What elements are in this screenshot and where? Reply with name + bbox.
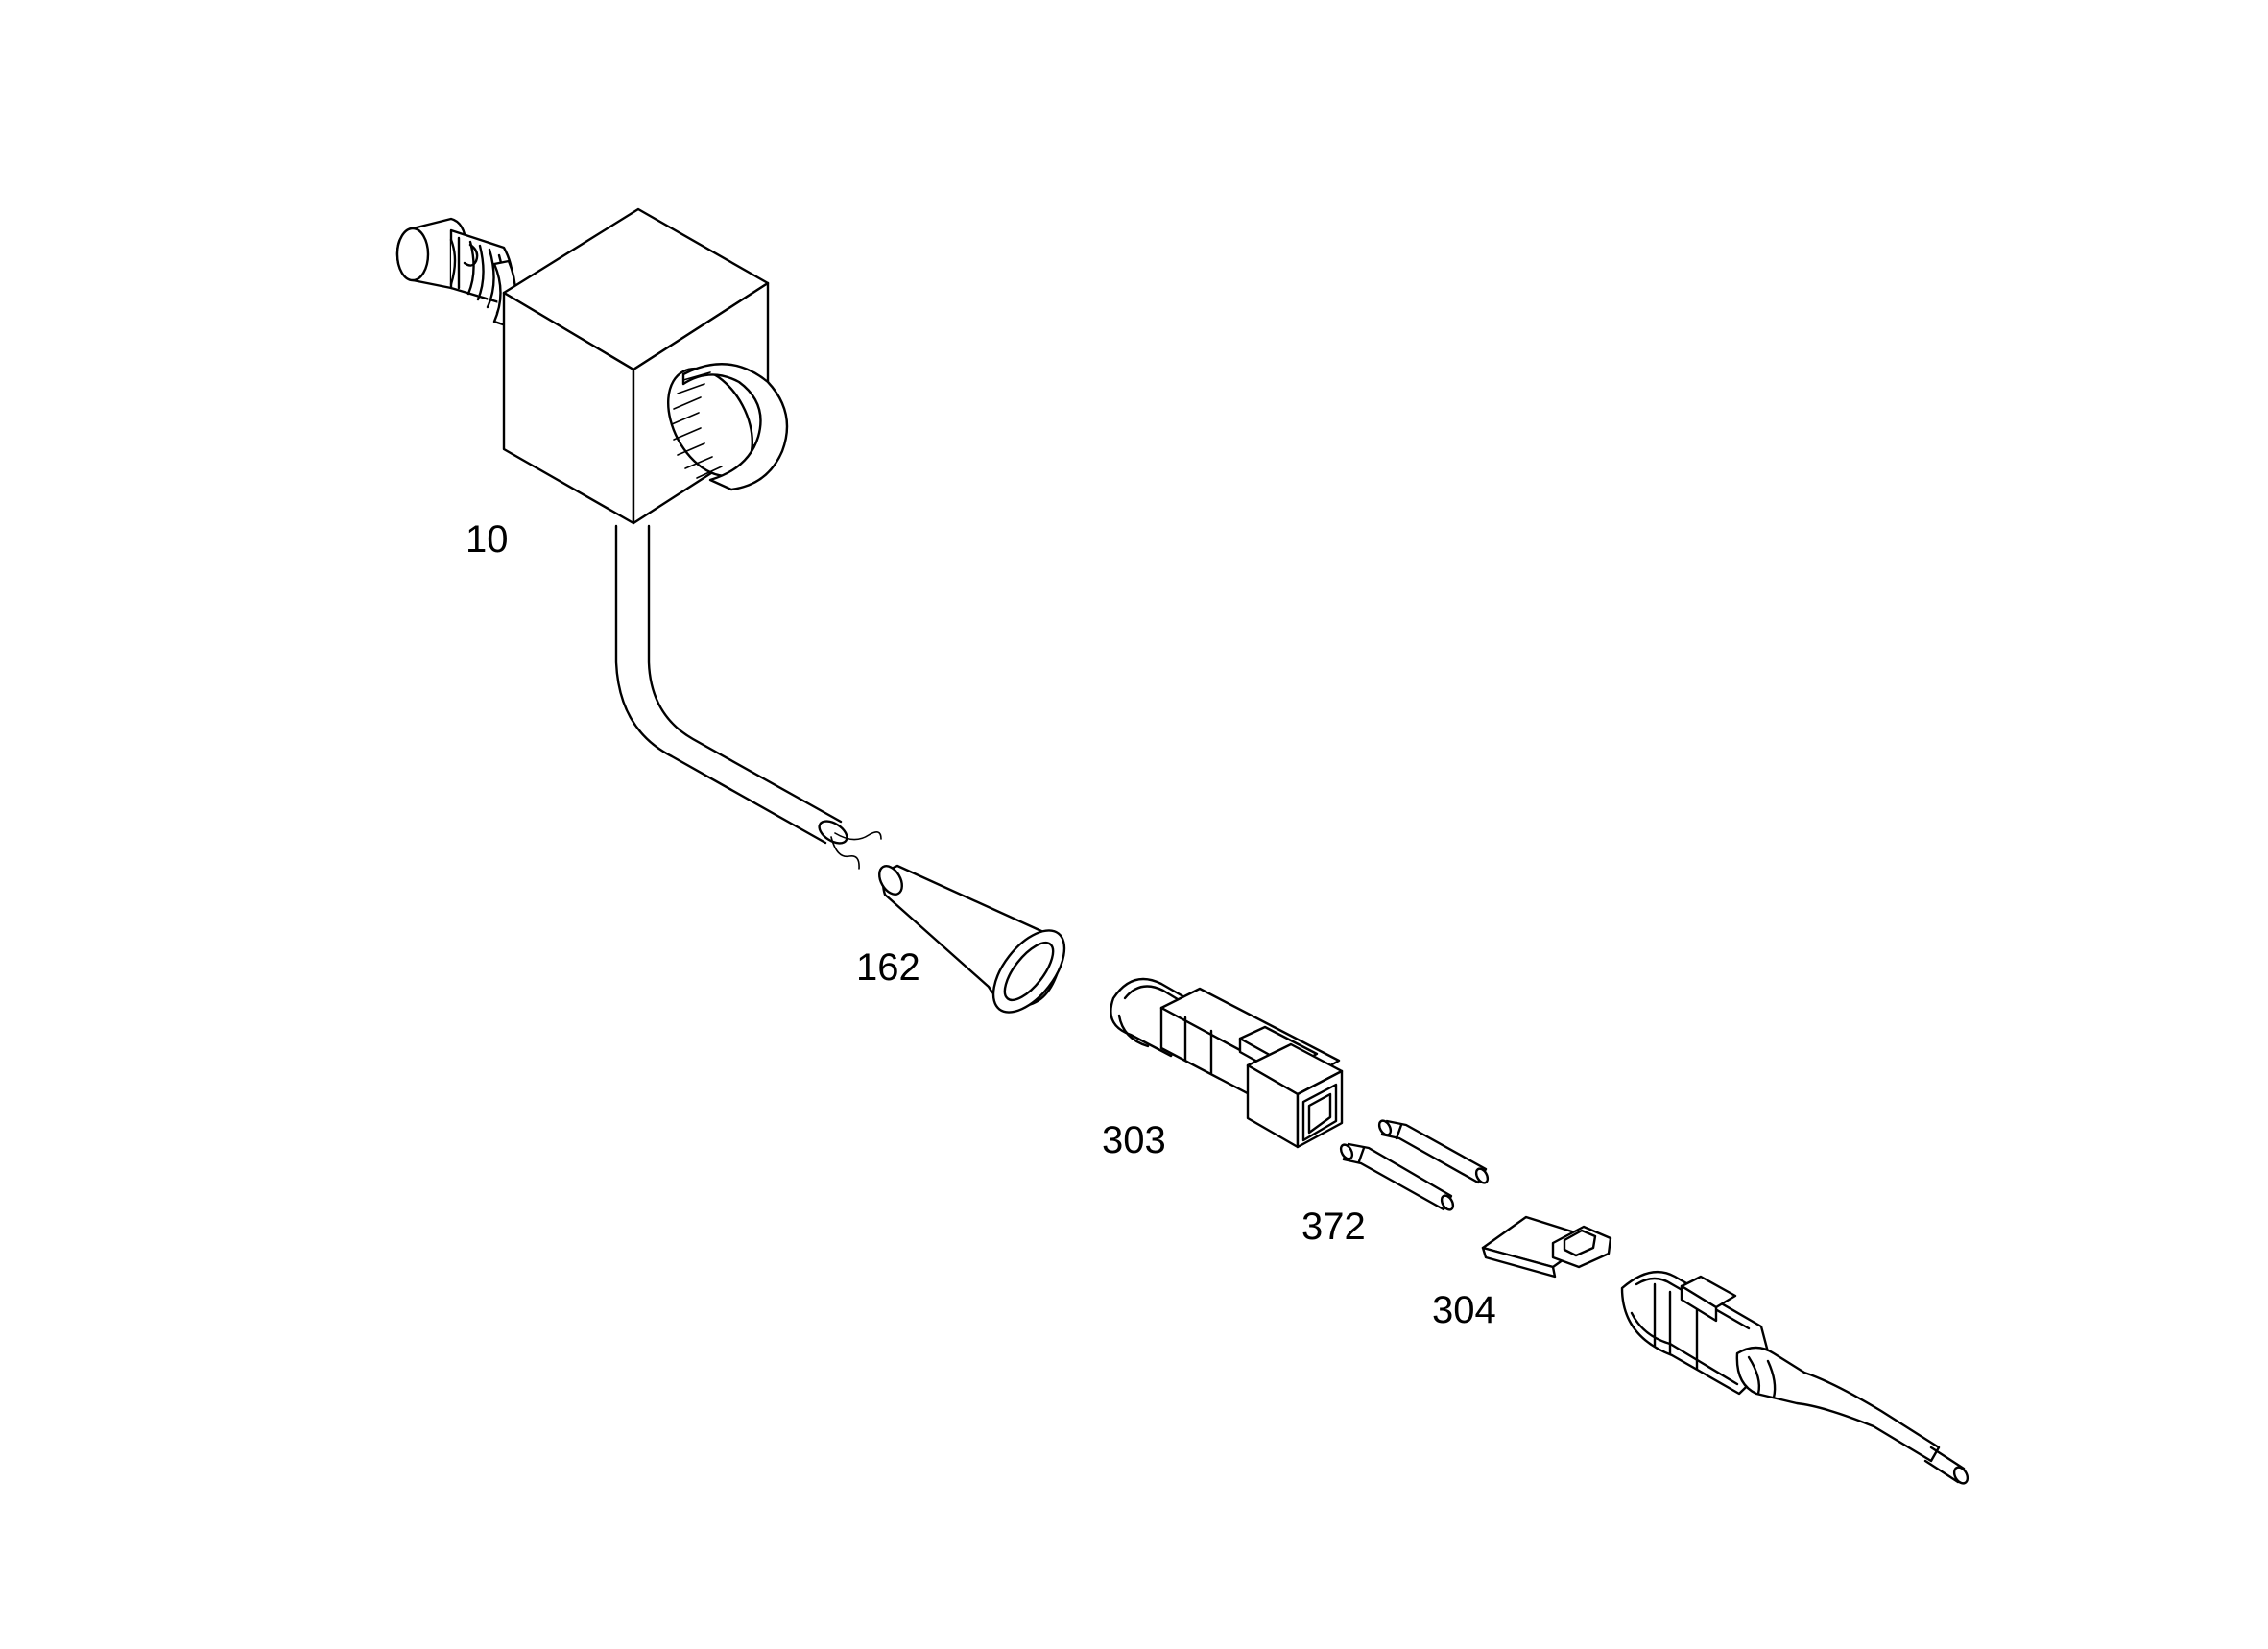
sensor-cube — [502, 207, 770, 525]
sensor-unit-drawing — [395, 207, 882, 870]
callout-label-304: 304 — [1432, 1289, 1496, 1331]
mating-connector-drawing — [1620, 1270, 1970, 1485]
sensor-probe — [395, 217, 517, 328]
seal-drawing — [878, 864, 1066, 1014]
contact-pin-lower — [1339, 1142, 1455, 1211]
callout-label-372: 372 — [1301, 1206, 1366, 1248]
callout-label-10: 10 — [466, 518, 509, 561]
sensor-cable — [614, 524, 882, 870]
connector-housing-drawing — [1110, 977, 1344, 1149]
callout-label-303: 303 — [1102, 1119, 1166, 1161]
callout-label-162: 162 — [856, 946, 920, 989]
wedge-lock-drawing — [1481, 1215, 1612, 1279]
contact-pin-upper — [1377, 1119, 1490, 1184]
contact-pins-drawing — [1339, 1119, 1490, 1211]
adjust-knob — [666, 363, 789, 491]
